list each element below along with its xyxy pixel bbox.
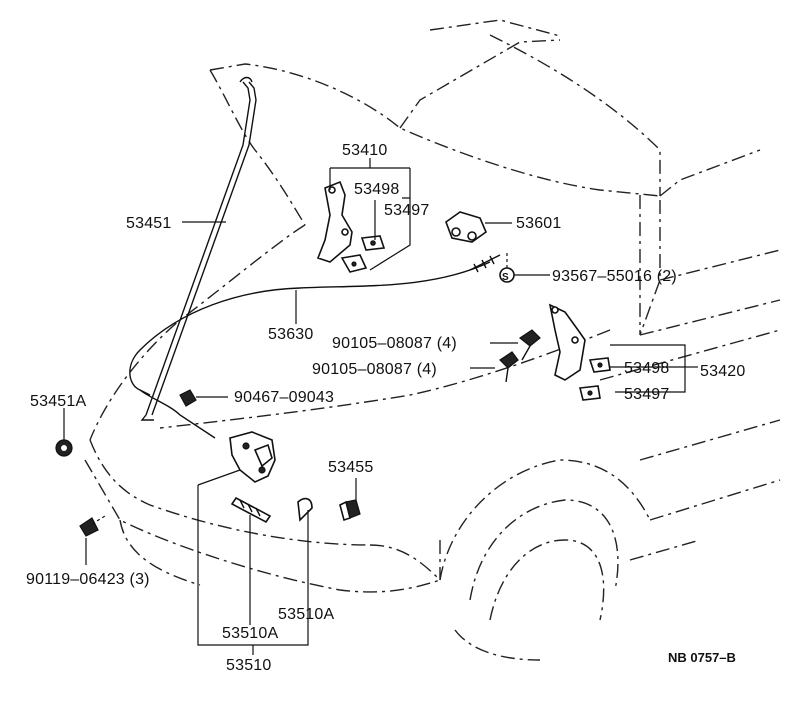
label-90467: 90467–09043 (234, 389, 334, 406)
label-53451a: 53451A (30, 393, 86, 410)
left-hood-hinge (316, 180, 386, 273)
label-53498-right: 53498 (624, 360, 670, 377)
right-hood-hinge (548, 303, 611, 401)
label-93567: 93567–55016 (2) (552, 268, 677, 285)
cushion-53451a (55, 439, 73, 457)
diagram-reference-code: NB 0757–B (668, 650, 736, 665)
label-53420: 53420 (700, 363, 746, 380)
hood-release-cable (129, 254, 501, 439)
screw-90119 (79, 515, 106, 537)
label-53630: 53630 (268, 326, 314, 343)
label-53410: 53410 (342, 142, 388, 159)
label-53451: 53451 (126, 215, 172, 232)
label-90105-upper: 90105–08087 (4) (332, 335, 457, 352)
hook-53455 (339, 499, 361, 522)
clip-93567: S (499, 267, 515, 283)
label-53455: 53455 (328, 459, 374, 476)
label-53497-left: 53497 (384, 202, 430, 219)
label-53510: 53510 (226, 657, 272, 674)
clamp-90467 (179, 389, 197, 407)
hood-support-rod (140, 76, 257, 421)
hood-cushion-53601 (445, 211, 487, 243)
part-labels: 53410 53498 53497 53601 53451 93567–5501… (26, 142, 746, 674)
label-53498-left: 53498 (354, 181, 400, 198)
label-53601: 53601 (516, 215, 562, 232)
label-53510a-right: 53510A (278, 606, 334, 623)
leader-lines (63, 158, 698, 655)
label-90105-lower: 90105–08087 (4) (312, 361, 437, 378)
car-body-outline (84, 19, 781, 661)
hood-lock-assembly (229, 431, 313, 524)
label-90119: 90119–06423 (3) (26, 571, 150, 588)
bolts-90105 (499, 329, 541, 383)
svg-text:S: S (502, 272, 509, 283)
label-53497-right: 53497 (624, 386, 670, 403)
label-53510a-left: 53510A (222, 625, 278, 642)
